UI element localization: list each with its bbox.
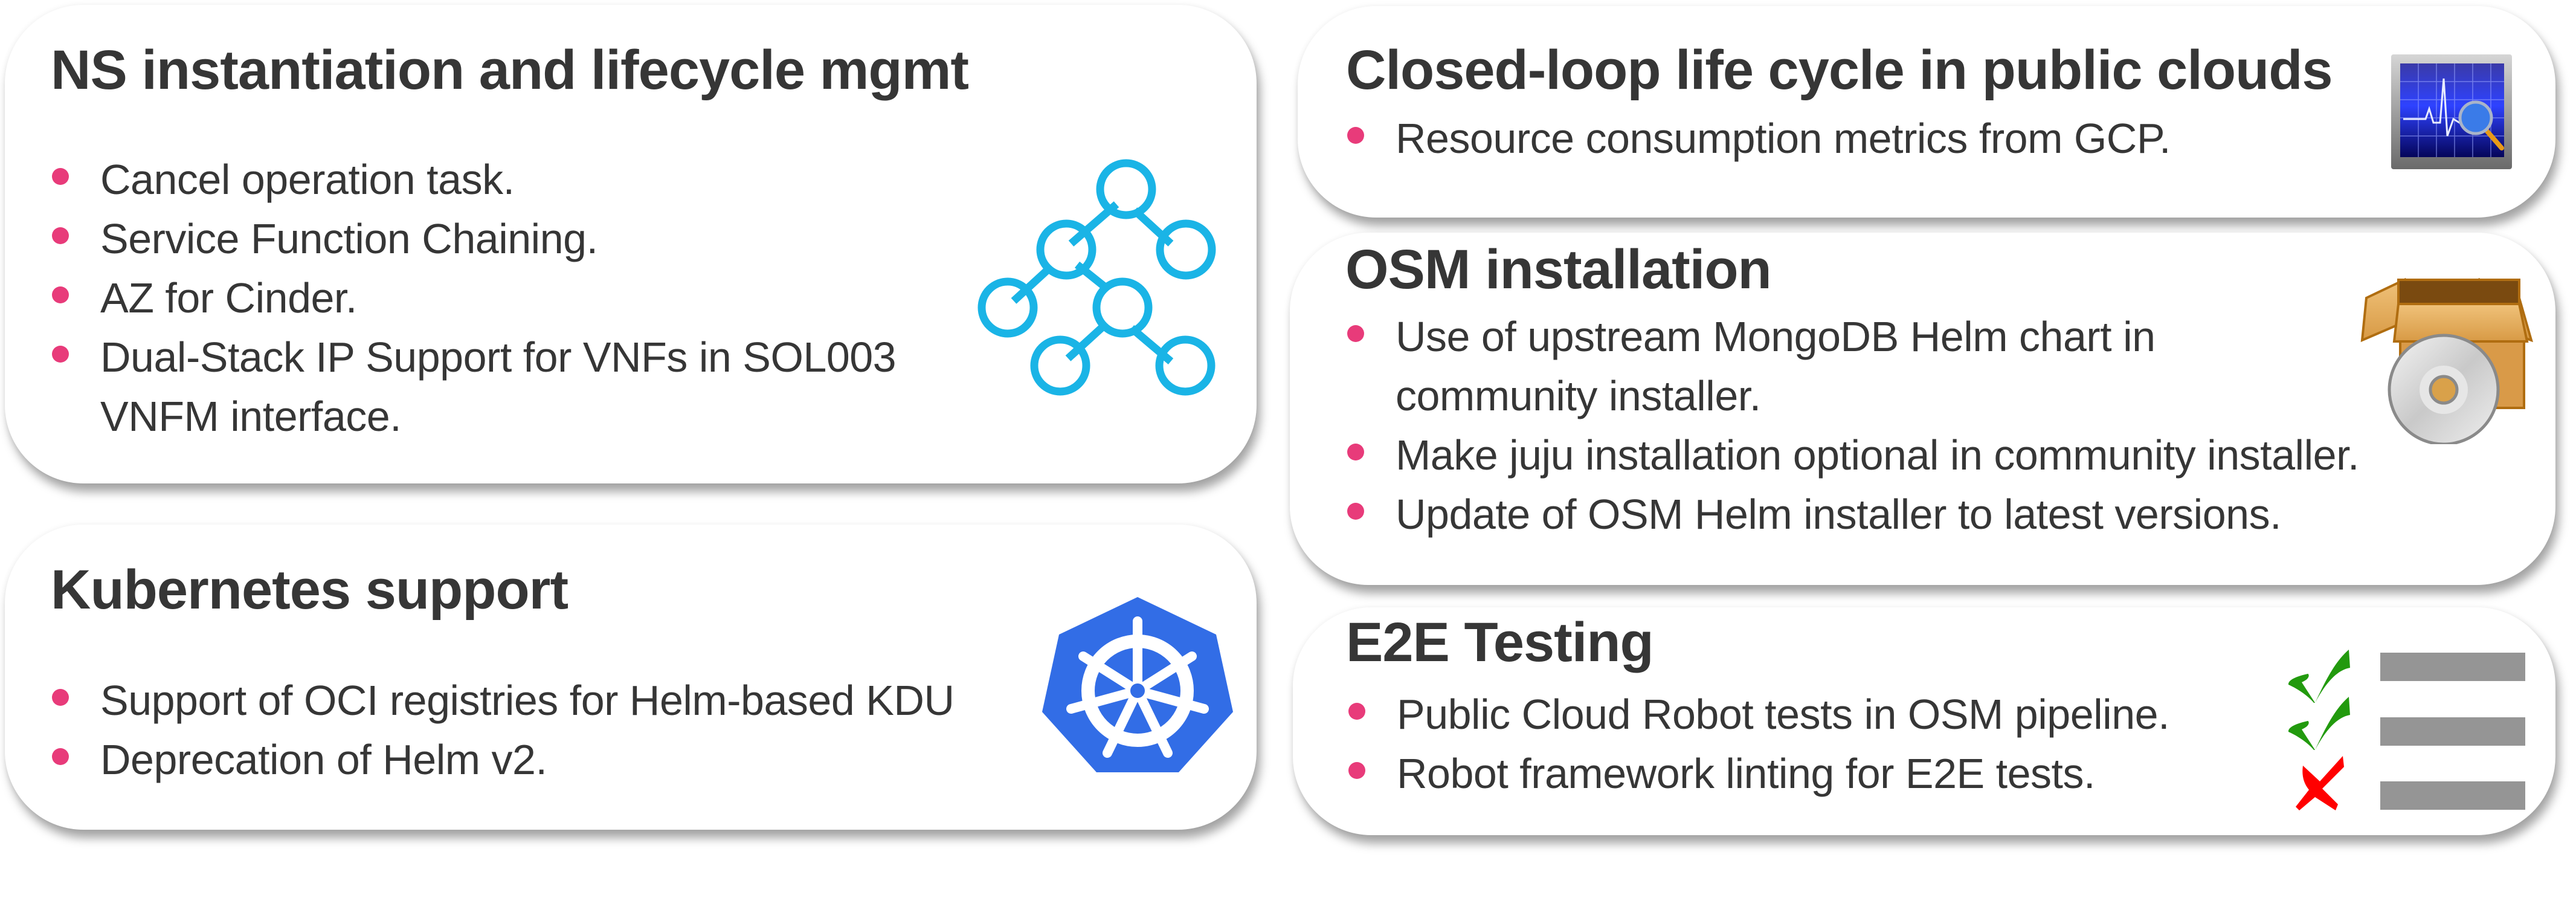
list-item: Cancel operation task. — [52, 150, 982, 209]
list-item: Public Cloud Robot tests in OSM pipeline… — [1348, 685, 2170, 744]
cross-icon — [2296, 756, 2344, 810]
list-item: Deprecation of Helm v2. — [52, 730, 955, 789]
bullet-dot — [52, 689, 69, 706]
list-item: Use of upstream MongoDB Helm chart in co… — [1347, 307, 2241, 425]
network-tree-icon — [971, 153, 1219, 401]
checklist-bar — [2380, 653, 2548, 681]
list-item: Update of OSM Helm installer to latest v… — [1347, 485, 2359, 544]
card-title: Closed-loop life cycle in public clouds — [1346, 39, 2333, 101]
bullet-dot — [1347, 503, 1364, 520]
kubernetes-helm-icon — [1041, 591, 1234, 772]
bullet-dot — [1347, 444, 1364, 460]
card-ns-lifecycle: NS instantiation and lifecycle mgmt Canc… — [5, 5, 1257, 483]
monitor-magnifier-icon — [2388, 51, 2515, 172]
list-item: Support of OCI registries for Helm-based… — [52, 671, 955, 730]
bullet-dot — [1348, 762, 1365, 779]
card-osm-installation: OSM installation Use of upstream MongoDB… — [1290, 233, 2555, 585]
list-item: Resource consumption metrics from GCP. — [1347, 109, 2171, 168]
bullet-list: Support of OCI registries for Helm-based… — [52, 671, 955, 789]
card-e2e-testing: E2E Testing Public Cloud Robot tests in … — [1293, 607, 2555, 835]
card-title: NS instantiation and lifecycle mgmt — [51, 39, 969, 101]
card-closed-loop: Closed-loop life cycle in public clouds … — [1298, 6, 2555, 218]
list-item: Make juju installation optional in commu… — [1347, 425, 2359, 485]
bullet-list: Public Cloud Robot tests in OSM pipeline… — [1348, 685, 2170, 803]
bullet-dot — [52, 346, 69, 363]
package-install-icon — [2359, 269, 2534, 446]
checklist-bar — [2380, 717, 2548, 746]
list-item: Service Function Chaining. — [52, 209, 982, 268]
bullet-dot — [52, 748, 69, 765]
bullet-list: Cancel operation task. Service Function … — [52, 150, 982, 446]
checklist-bar — [2380, 781, 2548, 810]
card-kubernetes-support: Kubernetes support Support of OCI regist… — [5, 525, 1257, 830]
bullet-list: Use of upstream MongoDB Helm chart in co… — [1347, 307, 2359, 544]
card-title: OSM installation — [1345, 239, 1772, 300]
bullet-dot — [1348, 703, 1365, 720]
bullet-dot — [52, 168, 69, 185]
checklist-icon — [2259, 632, 2548, 813]
list-item: Dual-Stack IP Support for VNFs in SOL003… — [52, 328, 982, 446]
card-title: Kubernetes support — [51, 559, 568, 621]
bullet-dot — [1347, 127, 1364, 144]
bullet-list: Resource consumption metrics from GCP. — [1347, 109, 2171, 168]
check-icon — [2288, 697, 2350, 750]
bullet-dot — [1347, 325, 1364, 342]
list-item: AZ for Cinder. — [52, 268, 982, 328]
bullet-dot — [52, 227, 69, 244]
card-title: E2E Testing — [1346, 612, 1654, 673]
list-item: Robot framework linting for E2E tests. — [1348, 744, 2169, 803]
bullet-dot — [52, 286, 69, 303]
check-icon — [2288, 650, 2350, 703]
